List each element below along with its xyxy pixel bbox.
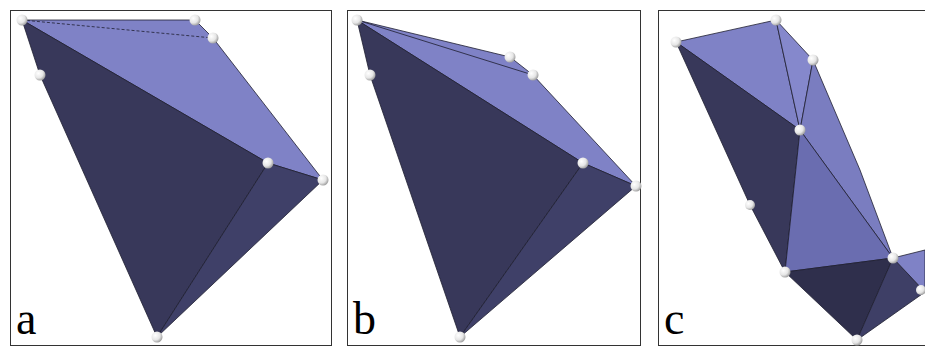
panel-letter: b — [351, 296, 378, 342]
panel-frame — [11, 11, 332, 346]
polyhedron-c — [676, 20, 925, 340]
polyhedron-a — [22, 20, 323, 337]
vertex-spheres — [17, 15, 925, 346]
panel-frame — [348, 11, 641, 346]
polyhedron-b — [357, 20, 636, 337]
panel-frame — [659, 11, 925, 346]
panel-letter: a — [14, 296, 38, 342]
panel-letter: c — [662, 296, 686, 342]
